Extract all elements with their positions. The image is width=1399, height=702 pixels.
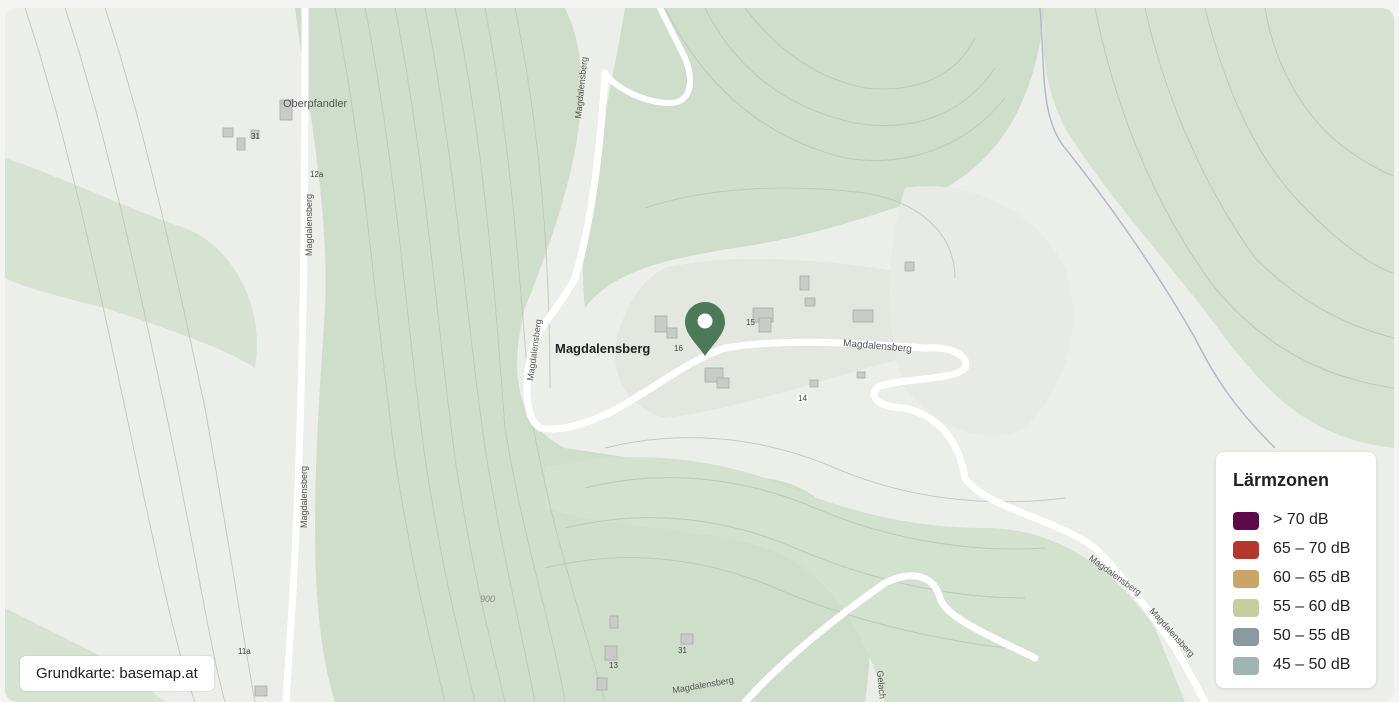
house-number: 14 (797, 394, 808, 403)
road-label: Magdalensberg (304, 193, 314, 256)
house-number: 31 (251, 132, 260, 141)
house-number: 16 (674, 344, 683, 353)
legend-swatch (1233, 657, 1259, 675)
forest-area (1043, 8, 1394, 448)
forest-area (583, 8, 1045, 308)
elevation-label: 900 (480, 594, 496, 604)
map-attribution: Grundkarte: basemap.at (20, 656, 214, 691)
road-main-west (282, 8, 309, 702)
legend-label: 45 – 50 dB (1273, 656, 1351, 673)
house-number: 31 (678, 646, 687, 655)
legend-swatch (1233, 570, 1259, 588)
contour-lines (24, 8, 1394, 702)
basemap-layer (5, 8, 1394, 702)
buildings (222, 99, 915, 697)
legend-swatch (1233, 599, 1259, 617)
house-number: 11a (238, 647, 251, 656)
road-north-loop (602, 8, 693, 106)
noise-zone-legend: Lärmzonen > 70 dB 65 – 70 dB 60 – 65 dB … (1216, 452, 1376, 688)
house-number: 13 (609, 661, 618, 670)
legend-label: 60 – 65 dB (1273, 569, 1351, 586)
boundary-line (1039, 8, 1276, 449)
forest-area (545, 457, 1185, 702)
village-clearing (615, 258, 928, 418)
legend-label: 65 – 70 dB (1273, 540, 1351, 557)
forest-area (5, 158, 257, 368)
road-label: Magdalensberg (299, 465, 309, 528)
legend-label: 55 – 60 dB (1273, 598, 1351, 615)
place-label-magdalensberg: Magdalensberg (555, 341, 651, 356)
road-serpentine-north (523, 69, 1209, 702)
place-label-oberpfandler: Oberpfandler (283, 98, 348, 110)
legend-label: 50 – 55 dB (1273, 627, 1351, 644)
legend-swatch (1233, 628, 1259, 646)
legend-swatch (1233, 512, 1259, 530)
legend-label: > 70 dB (1273, 511, 1329, 528)
meadow-area (890, 186, 1073, 436)
map-canvas[interactable]: Oberpfandler Magdalensberg Magdalensberg… (5, 8, 1394, 702)
house-number: 12a (310, 170, 324, 179)
house-number: 15 (746, 318, 755, 327)
legend-swatch (1233, 541, 1259, 559)
location-pin-icon[interactable] (683, 300, 727, 358)
legend-title: Lärmzonen (1233, 470, 1330, 490)
road-south (741, 572, 1039, 702)
